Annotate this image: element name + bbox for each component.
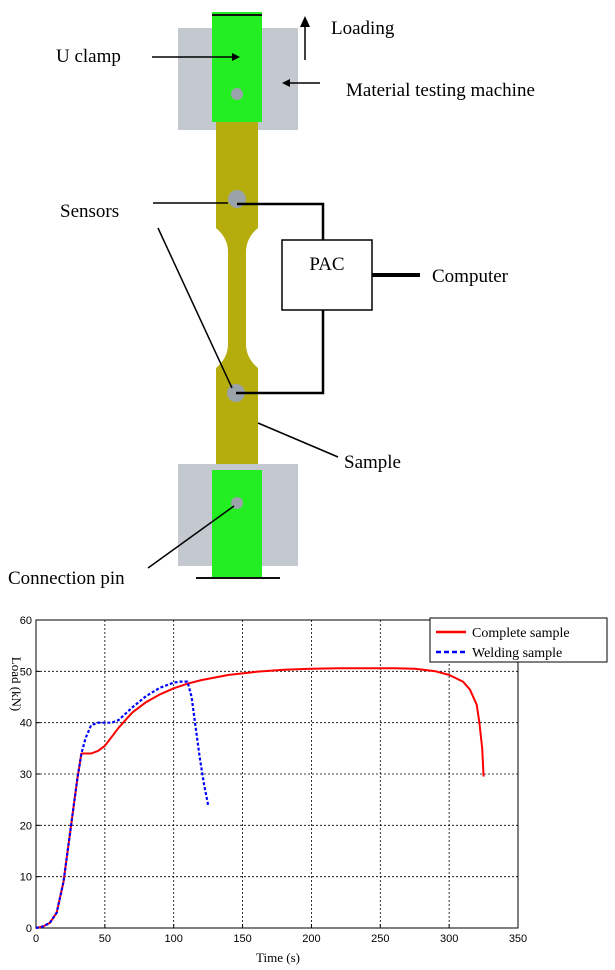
y-tick-label: 40 xyxy=(20,718,32,730)
loading-label: Loading xyxy=(331,18,395,39)
sensors-leader-lower xyxy=(157,227,233,389)
y-tick-label: 60 xyxy=(20,615,32,627)
pac-label: PAC xyxy=(309,254,344,275)
sample-leader xyxy=(257,422,339,458)
x-tick-label: 150 xyxy=(233,933,251,945)
connection-pin-leader xyxy=(147,505,235,569)
series-line-complete-sample xyxy=(35,667,485,929)
lower-u-clamp xyxy=(212,470,262,578)
y-tick-label: 10 xyxy=(20,872,32,884)
x-axis-label: Time (s) xyxy=(256,950,300,965)
machine-leader-head xyxy=(282,79,290,87)
connection-pin-label: Connection pin xyxy=(8,568,125,589)
u-clamp-label: U clamp xyxy=(56,46,121,67)
x-tick-label: 350 xyxy=(509,933,527,945)
y-tick-label: 50 xyxy=(20,666,32,678)
plot-frame xyxy=(35,619,519,929)
y-tick-label: 30 xyxy=(20,769,32,781)
chart-legend: Complete sample Welding sample xyxy=(429,617,608,663)
grid-lines xyxy=(36,620,518,928)
legend-label-welding: Welding sample xyxy=(472,646,562,661)
upper-connection-pin xyxy=(231,88,243,100)
sensors-label: Sensors xyxy=(60,201,119,222)
lower-sensor-cable xyxy=(236,310,325,395)
upper-sensor-cable xyxy=(237,202,325,240)
legend-label-complete: Complete sample xyxy=(472,626,570,641)
sample-specimen xyxy=(216,122,258,470)
sample-label: Sample xyxy=(344,452,401,473)
loading-arrow-head xyxy=(300,16,310,27)
machine-label: Material testing machine xyxy=(346,80,535,101)
y-tick-label: 20 xyxy=(20,820,32,832)
upper-u-clamp xyxy=(212,12,262,122)
load-time-chart: 0 50 100 150 200 250 300 350 0 10 20 30 40 50 60 Time … xyxy=(9,615,608,965)
y-tick-label: 0 xyxy=(26,923,32,935)
computer-label: Computer xyxy=(432,266,509,287)
legend-box xyxy=(429,617,608,663)
x-tick-label: 200 xyxy=(302,933,320,945)
series-lines xyxy=(35,667,485,930)
u-clamp-leader-head xyxy=(232,53,240,61)
pac-box xyxy=(281,239,373,311)
upper-sensor xyxy=(228,190,246,208)
x-tick-label: 100 xyxy=(165,933,183,945)
y-axis-label: Load (kN) xyxy=(9,657,24,712)
x-tick-label: 50 xyxy=(99,933,111,945)
x-tick-label: 300 xyxy=(440,933,458,945)
tensile-test-setup-diagram: PAC Computer Loading U clamp Material te… xyxy=(8,12,535,589)
tick-labels: 0 50 100 150 200 250 300 350 0 10 20 30 40 50 60 xyxy=(20,615,527,945)
x-tick-label: 250 xyxy=(371,933,389,945)
x-tick-label: 0 xyxy=(33,933,39,945)
